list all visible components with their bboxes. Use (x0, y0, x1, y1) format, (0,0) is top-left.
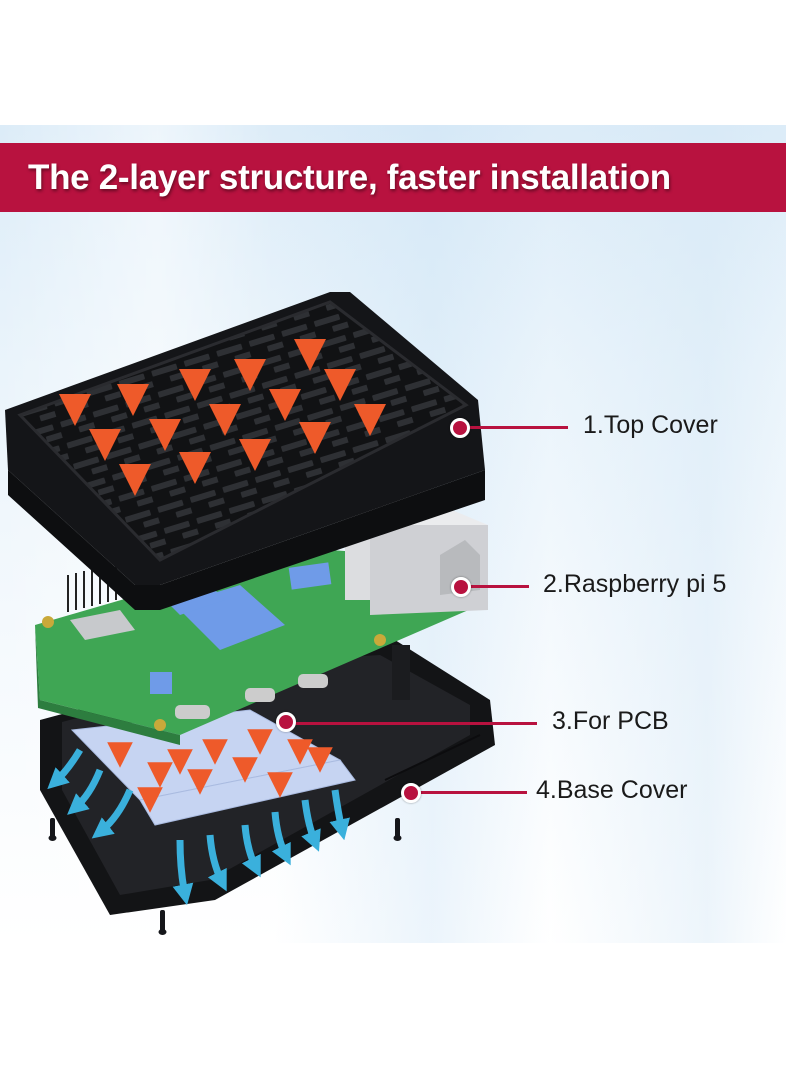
callout-line (292, 722, 537, 725)
callout-dot (401, 783, 421, 803)
heat-arrows-top (58, 310, 387, 497)
title-banner: The 2-layer structure, faster installati… (0, 143, 786, 212)
callout-label-base-cover: 4.Base Cover (536, 776, 688, 804)
callout-line (466, 426, 568, 429)
callout-line (417, 791, 527, 794)
screws (48, 818, 402, 935)
callout-label-top-cover: 1.Top Cover (583, 411, 718, 439)
heat-arrows-pad (107, 715, 333, 813)
callout-dot (276, 712, 296, 732)
callout-dot (451, 577, 471, 597)
callout-label-raspberry-pi: 2.Raspberry pi 5 (543, 570, 727, 598)
callout-label-for-pcb: 3.For PCB (552, 707, 669, 735)
callout-dot (450, 418, 470, 438)
banner-title: The 2-layer structure, faster installati… (28, 157, 671, 197)
callout-line (467, 585, 529, 588)
airflow-arrows (47, 748, 350, 906)
exploded-case-illustration (5, 292, 495, 935)
